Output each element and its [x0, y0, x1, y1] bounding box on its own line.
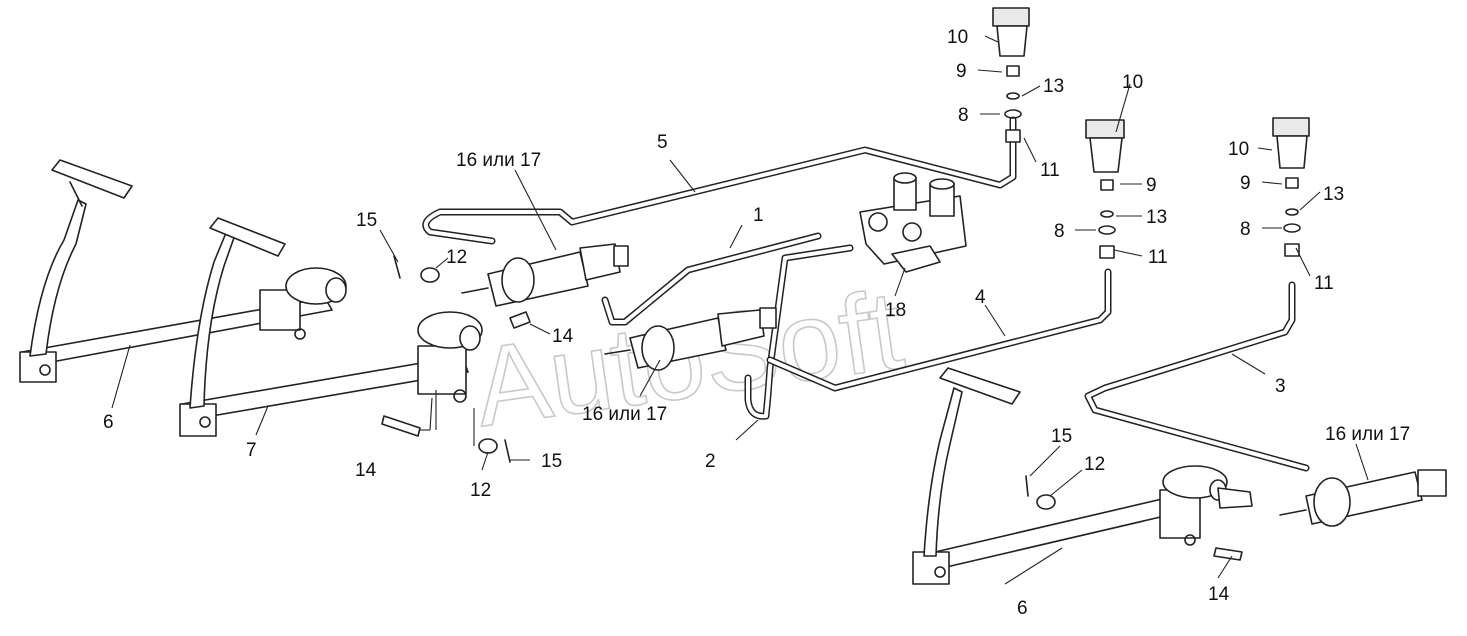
- tube-3: [1084, 281, 1310, 472]
- callout-14-lower: 14: [355, 460, 377, 481]
- callout-15-right: 15: [1051, 426, 1072, 447]
- callout-16-17-upper: 16 или 17: [456, 150, 541, 171]
- callout-16-17-right: 16 или 17: [1325, 424, 1410, 445]
- callout-3: 3: [1275, 376, 1286, 397]
- pedal-assembly-6-left: [19, 159, 347, 383]
- callout-2: 2: [705, 451, 716, 472]
- callout-13-middle: 13: [1146, 207, 1167, 228]
- washer-12-right: [1036, 494, 1056, 510]
- callout-4: 4: [975, 287, 986, 308]
- pin-14-lower: [381, 415, 421, 437]
- callout-7: 7: [246, 440, 257, 461]
- reservoir-right: [1272, 117, 1310, 169]
- washer-12-lower: [478, 438, 498, 454]
- callout-1: 1: [753, 205, 764, 226]
- callout-16-17-center: 16 или 17: [582, 404, 667, 425]
- callout-9-left: 9: [956, 61, 967, 82]
- callout-6-left: 6: [103, 412, 114, 433]
- callout-14-upper: 14: [552, 326, 574, 347]
- callout-13-right: 13: [1323, 184, 1344, 205]
- washer-12-upper: [420, 267, 440, 283]
- callout-10-right: 10: [1228, 139, 1249, 160]
- reservoir-left: [992, 7, 1030, 57]
- callout-11-middle: 11: [1148, 247, 1168, 268]
- master-cylinder-upper-left: [461, 243, 629, 307]
- tube-2: [744, 244, 854, 420]
- callout-6-right: 6: [1017, 598, 1028, 619]
- callout-15-upper: 15: [356, 210, 377, 231]
- callout-14-right: 14: [1208, 584, 1230, 605]
- callout-10-middle: 10: [1122, 72, 1143, 93]
- tube-5: [422, 116, 1017, 245]
- master-cylinder-right: [1279, 469, 1447, 527]
- fitting-stack-right: [1283, 177, 1301, 257]
- tube-1: [601, 232, 822, 326]
- callout-10-left: 10: [947, 27, 968, 48]
- callout-11-right: 11: [1314, 273, 1334, 294]
- callout-labels: 1 2 3 4 5 6 6 7 8 8 8 9 9 9 10 10 10 11 …: [103, 27, 1410, 619]
- callout-18: 18: [885, 300, 906, 321]
- reservoir-middle: [1085, 119, 1125, 173]
- pedal-assembly-6-right: [912, 367, 1253, 585]
- callout-11-left: 11: [1040, 160, 1060, 181]
- callout-9-right: 9: [1240, 173, 1251, 194]
- pin-14-upper: [509, 311, 531, 329]
- master-cylinder-center: [604, 307, 777, 371]
- cotter-pins-15: [393, 255, 1029, 497]
- callout-8-right: 8: [1240, 219, 1251, 240]
- leader-lines: [111, 35, 1369, 585]
- callout-15-lower: 15: [541, 451, 562, 472]
- tube-4: [766, 268, 1112, 392]
- callout-5: 5: [657, 132, 668, 153]
- callout-9-middle: 9: [1146, 175, 1157, 196]
- pin-14-right: [1213, 547, 1243, 561]
- fitting-stack-left: [1004, 65, 1022, 143]
- callout-12-upper: 12: [446, 247, 467, 268]
- callout-8-left: 8: [958, 105, 969, 126]
- fitting-stack-middle: [1098, 179, 1116, 259]
- callout-12-right: 12: [1084, 454, 1105, 475]
- callout-13-left: 13: [1043, 76, 1064, 97]
- valve-block-18: [859, 172, 967, 273]
- pedal-assembly-7: [179, 217, 483, 437]
- callout-8-middle: 8: [1054, 221, 1065, 242]
- callout-12-lower: 12: [470, 480, 491, 501]
